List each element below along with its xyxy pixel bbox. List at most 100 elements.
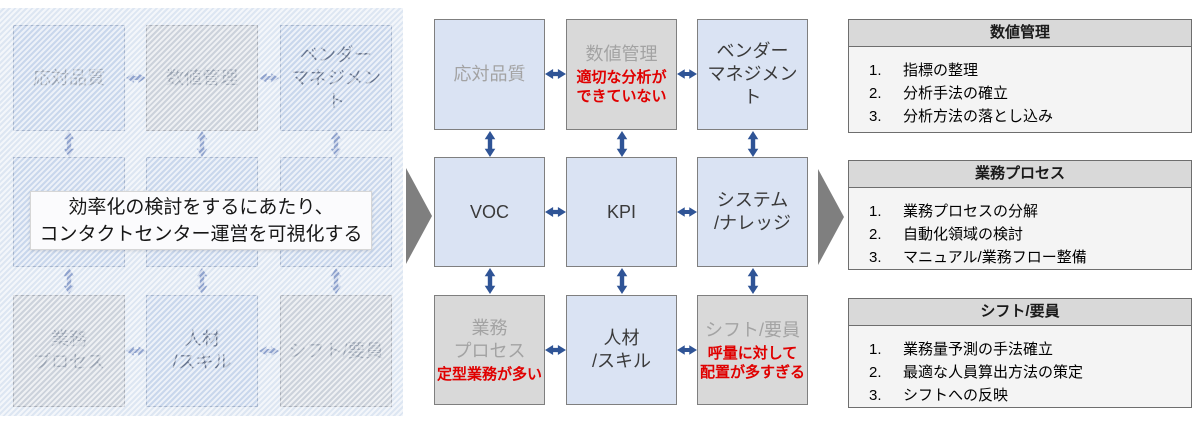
matrix-cell-suuchikanri: 数値管理 適切な分析が できていない <box>566 19 677 130</box>
cell-label: 数値管理 <box>585 44 658 64</box>
task-number: 1. <box>869 341 882 358</box>
task-text: マニュアル/業務フロー整備 <box>903 249 1087 266</box>
double-arrow-vertical-icon <box>196 131 208 157</box>
task-number: 3. <box>869 108 882 125</box>
task-number: 1. <box>869 203 882 220</box>
cell-label: 業務 <box>471 317 508 338</box>
left-cell-vendor-management: ベンダー マネジメン ト <box>280 25 392 131</box>
task-text: 指標の整理 <box>903 62 979 79</box>
task-number: 3. <box>869 387 882 404</box>
cell-label: 応対品質 <box>33 67 105 88</box>
goal-caption: 効率化の検討をするにあたり、 コンタクトセンター運営を可視化する <box>30 191 372 250</box>
double-arrow-vertical-icon <box>196 268 208 294</box>
flow-arrow-icon <box>406 168 432 264</box>
double-arrow-icon <box>545 206 566 218</box>
double-arrow-vertical-icon <box>63 268 75 294</box>
matrix-cell-kpi: KPI <box>566 157 677 267</box>
task-number: 3. <box>869 249 882 266</box>
cell-label: シフト/要員 <box>288 340 384 361</box>
cell-label: ベンダー <box>300 44 372 65</box>
task-item: 1. 業務プロセスの分解 <box>869 200 1185 223</box>
left-cell-taiouhinshitsu: 応対品質 <box>13 25 125 131</box>
double-arrow-icon <box>126 345 146 357</box>
task-text: 分析方法の落とし込み <box>903 108 1054 125</box>
cell-label: VOC <box>469 201 509 222</box>
task-item: 2.自動化領域の検討 <box>869 223 1185 246</box>
matrix-cell-gyoumu-process: 業務 プロセス 定型業務が多い <box>434 295 545 405</box>
double-arrow-icon <box>677 68 697 80</box>
matrix-cell-system-knowledge: システム /ナレッジ <box>697 157 808 267</box>
problem-note: 配置が多すぎる <box>699 363 805 381</box>
task-item: 3. シフトへの反映 <box>869 384 1185 407</box>
cell-label: 人材 <box>184 329 220 349</box>
task-item: 3. 分析方法の落とし込み <box>869 105 1185 128</box>
double-arrow-icon <box>677 206 697 218</box>
problem-note: できていない <box>576 88 667 105</box>
goal-caption-line1: 効率化の検討をするにあたり、 <box>68 196 334 218</box>
goal-caption-line2: コンタクトセンター運営を可視化する <box>39 223 363 245</box>
double-arrow-vertical-icon <box>747 131 759 157</box>
problem-note: 定型業務が多い <box>436 365 542 383</box>
double-arrow-vertical-icon <box>616 131 628 157</box>
task-number: 2. <box>869 364 882 381</box>
double-arrow-icon <box>259 345 279 357</box>
matrix-cell-jinzai-skill: 人材 /スキル <box>566 295 677 405</box>
task-text: 業務プロセスの分解 <box>903 203 1039 220</box>
cell-label: プロセス <box>33 352 105 372</box>
cell-label: マネジメン <box>291 67 381 88</box>
cell-label: マネジメン <box>707 64 798 84</box>
task-item: 2. 分析手法の確立 <box>869 82 1185 105</box>
left-cell-gyoumu-process: 業務 プロセス <box>13 295 125 407</box>
cell-label: ト <box>327 90 345 111</box>
cell-label: ト <box>743 87 762 107</box>
matrix-cell-shift-youin: シフト/要員 呼量に対して 配置が多すぎる <box>697 295 808 405</box>
double-arrow-vertical-icon <box>616 268 628 294</box>
left-cell-jinzai-skill: 人材 /スキル <box>146 295 258 407</box>
task-number: 2. <box>869 226 882 243</box>
problem-note: 適切な分析が <box>576 69 667 86</box>
cell-label: 数値管理 <box>166 67 238 88</box>
action-box-shift-youin: シフト/要員 1. 業務量予測の手法確立 2. 最適な人員算出方法の策定 3. シフト… <box>848 298 1192 408</box>
cell-label: /ナレッジ <box>713 213 791 233</box>
flow-arrow-icon <box>818 169 844 265</box>
task-text: 分析手法の確立 <box>903 85 1009 102</box>
cell-label: 業務 <box>51 329 87 349</box>
task-text: 最適な人員算出方法の策定 <box>903 364 1084 381</box>
action-box-suuchikanri: 数値管理 1.指標の整理 2. 分析手法の確立 3. 分析方法の落とし込み <box>848 19 1192 133</box>
cell-label: KPI <box>606 201 636 222</box>
cell-label: 応対品質 <box>453 64 526 84</box>
problem-note: 呼量に対して <box>707 344 798 362</box>
cell-label: シフト/要員 <box>704 319 800 340</box>
double-arrow-vertical-icon <box>63 131 75 157</box>
cell-label: プロセス <box>453 340 526 361</box>
double-arrow-vertical-icon <box>747 268 759 294</box>
task-item: 2. 最適な人員算出方法の策定 <box>869 361 1185 384</box>
task-text: シフトへの反映 <box>903 387 1009 404</box>
matrix-cell-taiouhinshitsu: 応対品質 <box>434 19 545 130</box>
double-arrow-icon <box>545 68 566 80</box>
cell-label: /スキル <box>172 352 232 372</box>
matrix-cell-voc: VOC <box>434 157 545 267</box>
task-text: 業務量予測の手法確立 <box>903 341 1054 358</box>
action-box-gyoumu-process: 業務プロセス 1. 業務プロセスの分解 2.自動化領域の検討 3. マニュアル/業務… <box>848 160 1192 270</box>
double-arrow-vertical-icon <box>484 131 496 157</box>
cell-label: /スキル <box>591 351 651 371</box>
cell-label: ベンダー <box>716 41 789 61</box>
task-item: 1.指標の整理 <box>869 59 1185 82</box>
action-box-title: 業務プロセス <box>849 161 1191 188</box>
double-arrow-icon <box>259 72 279 84</box>
cell-label: システム <box>716 190 789 210</box>
double-arrow-icon <box>677 344 697 356</box>
left-cell-shift-youin: シフト/要員 <box>280 295 392 407</box>
double-arrow-icon <box>126 72 146 84</box>
action-box-title: 数値管理 <box>849 20 1191 47</box>
double-arrow-vertical-icon <box>330 131 342 157</box>
double-arrow-vertical-icon <box>484 268 496 294</box>
task-number: 2. <box>869 85 882 102</box>
double-arrow-icon <box>545 344 566 356</box>
task-item: 1. 業務量予測の手法確立 <box>869 338 1185 361</box>
double-arrow-vertical-icon <box>330 268 342 294</box>
left-cell-suuchikanri: 数値管理 <box>146 25 258 131</box>
action-box-title: シフト/要員 <box>849 299 1191 326</box>
